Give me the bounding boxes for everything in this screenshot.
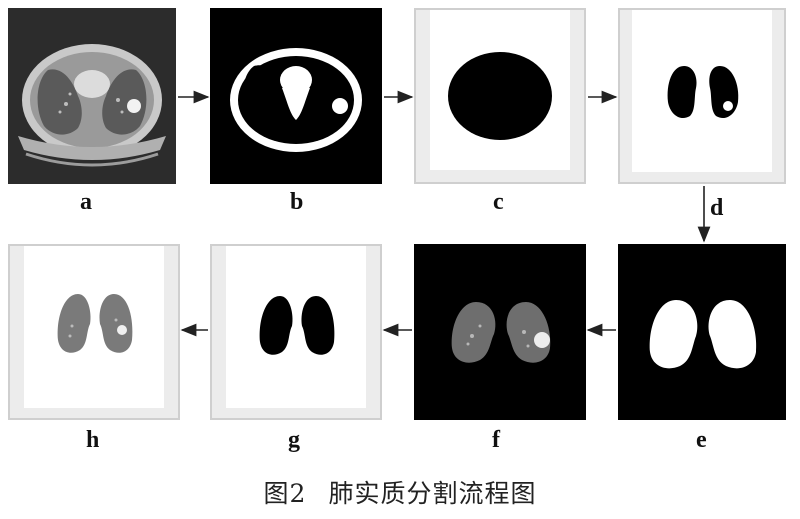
- panel-f-lung-parenchyma: [414, 244, 586, 420]
- label-a: a: [80, 189, 92, 215]
- binary-mask-image: [210, 8, 382, 184]
- filled-lung-mask-image: [618, 244, 786, 420]
- label-d: d: [710, 195, 724, 221]
- panel-g-refined-mask: [210, 244, 382, 420]
- label-g: g: [288, 427, 300, 453]
- panel-a-original-ct: [8, 8, 176, 184]
- panel-h-final-segmentation: [8, 244, 180, 420]
- panel-b-binary: [210, 8, 382, 184]
- figure-number: 图2: [263, 479, 307, 508]
- panel-e-filled-lung-mask: [618, 244, 786, 420]
- figure-title: 肺实质分割流程图: [328, 479, 537, 508]
- figure-caption: 图2 肺实质分割流程图: [0, 474, 800, 510]
- ct-slice-image: [8, 8, 176, 184]
- lung-mask-image: [620, 10, 784, 182]
- final-segmentation-image: [10, 246, 178, 418]
- label-b: b: [290, 189, 304, 215]
- label-f: f: [492, 427, 500, 453]
- panel-c-body-mask: [414, 8, 586, 184]
- refined-mask-image: [212, 246, 380, 418]
- lung-parenchyma-image: [414, 244, 586, 420]
- label-e: e: [696, 427, 707, 453]
- body-mask-image: [416, 10, 584, 182]
- label-c: c: [493, 189, 504, 215]
- label-h: h: [86, 427, 100, 453]
- panel-d-lung-mask: [618, 8, 786, 184]
